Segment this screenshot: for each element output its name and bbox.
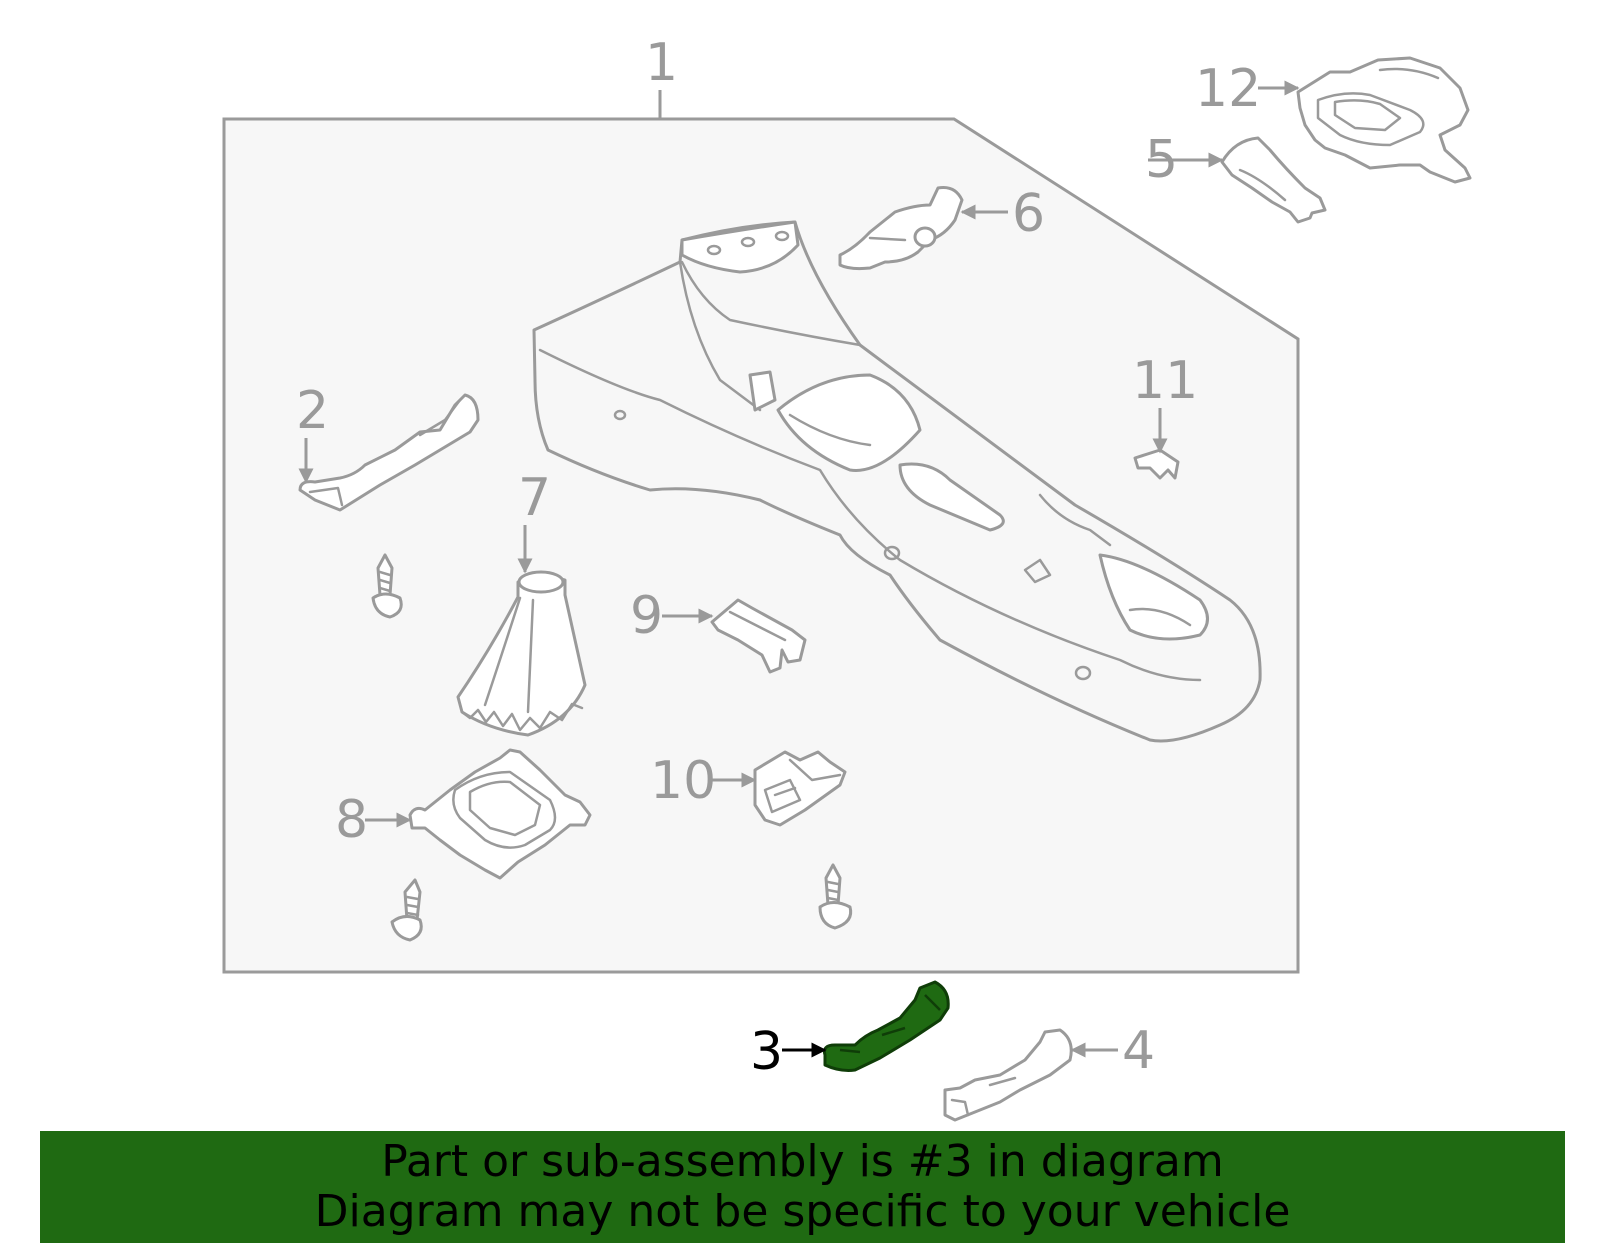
banner-line-part: Part or sub-assembly is #3 in diagram [381,1136,1224,1187]
part-6-trim-piece [838,186,964,271]
part-8-shift-bezel [408,748,592,880]
callout-7: 7 [518,468,551,528]
part-5-trim-cap [1220,136,1327,224]
part-9-clip [710,598,807,674]
screw-2 [390,878,423,942]
callout-labels: 1 2 3 4 5 6 7 8 9 10 11 12 [296,33,1261,1082]
callout-9: 9 [630,586,663,646]
callout-arrows [298,80,1300,1058]
callout-2: 2 [296,381,329,441]
screw-3 [818,863,853,930]
center-console-body [532,220,1262,743]
part-10-bracket [753,750,847,827]
callout-1: 1 [645,33,678,93]
part-4-bracket [943,1028,1073,1122]
callout-8: 8 [335,790,368,850]
callout-10: 10 [650,751,716,811]
callout-3: 3 [750,1022,783,1082]
screw-1 [371,553,403,619]
part-3-highlighted-bracket[interactable] [823,980,950,1072]
callout-6: 6 [1012,184,1045,244]
part-7-shift-boot [456,570,587,737]
callout-4: 4 [1122,1021,1155,1081]
banner-line-disclaimer: Diagram may not be specific to your vehi… [314,1186,1291,1237]
part-11-clip [1133,448,1180,480]
callout-5: 5 [1145,130,1178,190]
callout-11: 11 [1132,351,1198,411]
info-banner: Part or sub-assembly is #3 in diagram Di… [40,1131,1565,1243]
part-12-shift-cover [1296,56,1472,184]
assembly-panel-1 [222,90,1300,974]
callout-12: 12 [1195,59,1261,119]
